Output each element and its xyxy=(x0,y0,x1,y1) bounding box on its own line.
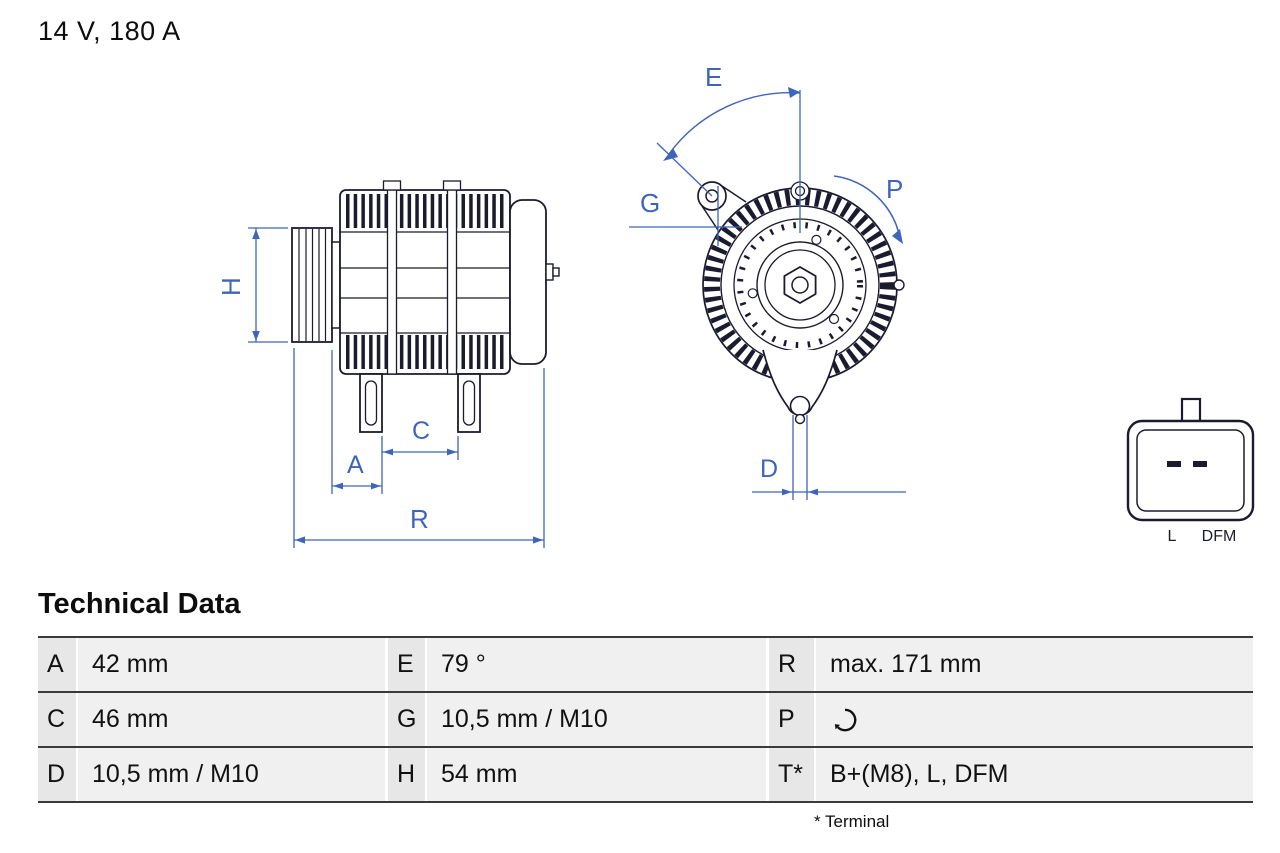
spec-key-e: E xyxy=(385,638,427,691)
spec-value-d: 10,5 mm / M10 xyxy=(78,748,385,801)
side-view-dimensions xyxy=(248,227,545,548)
spec-key-d: D xyxy=(38,748,78,801)
table-row: C 46 mm G 10,5 mm / M10 P xyxy=(38,691,1253,746)
technical-data-heading: Technical Data xyxy=(38,588,241,620)
rating-title: 14 V, 180 A xyxy=(38,16,181,46)
dimension-e xyxy=(656,87,801,233)
spec-key-g: G xyxy=(385,693,427,746)
dim-label-h: H xyxy=(216,277,246,296)
alternator-front-view xyxy=(697,181,905,425)
dim-label-c: C xyxy=(412,417,430,445)
spec-value-h: 54 mm xyxy=(427,748,766,801)
technical-drawing: H A C R xyxy=(216,62,1255,548)
terminal-footnote: * Terminal xyxy=(814,812,890,831)
spec-key-a: A xyxy=(38,638,78,691)
technical-data-section: Technical Data A 42 mm E 79 ° R max. 171… xyxy=(38,588,1253,832)
dimension-c xyxy=(382,436,459,460)
alternator-side-view xyxy=(291,180,560,433)
spec-value-r: max. 171 mm xyxy=(816,638,1253,691)
spec-key-r: R xyxy=(766,638,816,691)
connector-pin-dfm xyxy=(1193,461,1207,467)
dim-label-p: P xyxy=(886,174,903,204)
connector-pin-l xyxy=(1167,461,1181,467)
dimension-h xyxy=(248,227,288,343)
spec-key-t: T* xyxy=(766,748,816,801)
connector-label-dfm: DFM xyxy=(1202,528,1237,545)
dimension-a xyxy=(331,350,383,494)
spec-value-p xyxy=(816,693,1253,746)
dimension-d xyxy=(752,415,906,500)
dimension-r xyxy=(293,348,545,548)
spec-value-t: B+(M8), L, DFM xyxy=(816,748,1253,801)
technical-data-table: A 42 mm E 79 ° R max. 171 mm C 46 mm G 1… xyxy=(38,636,1253,803)
spec-value-g: 10,5 mm / M10 xyxy=(427,693,766,746)
connector-diagram xyxy=(1126,397,1255,522)
spec-value-e: 79 ° xyxy=(427,638,766,691)
table-row: D 10,5 mm / M10 H 54 mm T* B+(M8), L, DF… xyxy=(38,746,1253,801)
front-view-dimensions xyxy=(629,87,906,500)
connector-label-l: L xyxy=(1168,528,1177,545)
table-row: A 42 mm E 79 ° R max. 171 mm xyxy=(38,636,1253,691)
dimension-g xyxy=(629,186,742,246)
spec-key-h: H xyxy=(385,748,427,801)
dim-label-g: G xyxy=(640,188,660,218)
rotation-direction-icon xyxy=(830,705,860,735)
dim-label-a: A xyxy=(347,451,364,479)
dim-label-e: E xyxy=(705,62,722,92)
spec-value-c: 46 mm xyxy=(78,693,385,746)
spec-key-p: P xyxy=(766,693,816,746)
dimension-p xyxy=(833,175,903,244)
dim-label-r: R xyxy=(410,504,429,534)
spec-key-c: C xyxy=(38,693,78,746)
spec-value-a: 42 mm xyxy=(78,638,385,691)
dim-label-d: D xyxy=(760,455,778,483)
